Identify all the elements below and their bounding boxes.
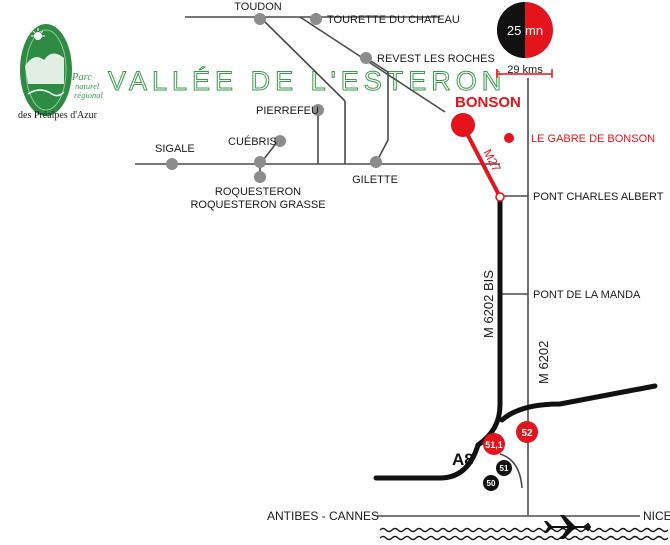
pont-charles-label: PONT CHARLES ALBERT [533, 191, 664, 203]
distance-label: 29 kms [507, 64, 543, 76]
bonson-marker [451, 113, 475, 137]
pierrefeu-label: PIERREFEU [256, 105, 319, 117]
exit-51-1-badge: 51,1 [483, 433, 505, 455]
gilette-marker [370, 156, 382, 168]
town-markers [166, 13, 382, 183]
bonson-label: BONSON [455, 94, 521, 111]
exit-50-label: 50 [487, 479, 496, 488]
coast-left-label: ANTIBES - CANNES [267, 509, 379, 523]
cuebris-marker [274, 135, 286, 147]
park-logo-line1: Parc [71, 72, 92, 83]
tourette-marker [310, 13, 322, 25]
cuebris-label: CUÉBRIS [228, 135, 277, 148]
exit-52-badge: 52 [516, 421, 538, 443]
park-logo-line4: des Préalpes d'Azur [18, 110, 98, 121]
gabre-label: LE GABRE DE BONSON [531, 133, 655, 145]
toudon-label: TOUDON [234, 1, 282, 13]
main-roads [373, 195, 658, 481]
gabre-marker [504, 133, 514, 143]
m6202bis-label: M 6202 BIS [481, 270, 496, 338]
m27-road [460, 123, 502, 198]
park-logo: Parc naturel régional des Préalpes d'Azu… [18, 24, 103, 121]
sigale-label: SIGALE [155, 143, 195, 155]
pont-manda-label: PONT DE LA MANDA [533, 289, 641, 301]
distance-scale: 29 kms [496, 64, 553, 78]
roquesteron-label: ROQUESTERON [215, 186, 301, 198]
map-title: VALLÉE DE L'ESTERON [108, 66, 506, 96]
revest-marker [360, 52, 372, 64]
exit-51-badge: 51 [496, 460, 512, 476]
m6202-label: M 6202 [536, 341, 551, 384]
park-logo-line3: régional [74, 90, 103, 100]
revest-label: REVEST LES ROCHES [377, 53, 495, 65]
exit-50-badge: 50 [483, 475, 499, 491]
gilette-label: GILETTE [352, 174, 398, 186]
pont-charles-junction [495, 192, 505, 202]
exit-51-label: 51 [500, 464, 509, 473]
park-logo-line2: naturel [75, 81, 100, 91]
toudon-marker [254, 13, 266, 25]
a8-label: A8 [452, 450, 474, 469]
travel-time-clock: 25 mn [497, 2, 553, 58]
exit-52-label: 52 [521, 428, 533, 439]
roquesteron-grasse-label: ROQUESTERON GRASSE [190, 199, 325, 211]
exit-51-1-label: 51,1 [485, 440, 503, 450]
airplane-icon [544, 515, 592, 539]
pierrefeu-marker [312, 104, 324, 116]
roquesteron-grasse-marker [254, 171, 266, 183]
coast-right-label: NICE [643, 509, 670, 523]
travel-time: 25 mn [507, 23, 543, 38]
sigale-marker [166, 158, 178, 170]
sea-waves [379, 527, 669, 541]
roquesteron-marker [254, 156, 266, 168]
tourette-label: TOURETTE DU CHATEAU [327, 14, 460, 26]
